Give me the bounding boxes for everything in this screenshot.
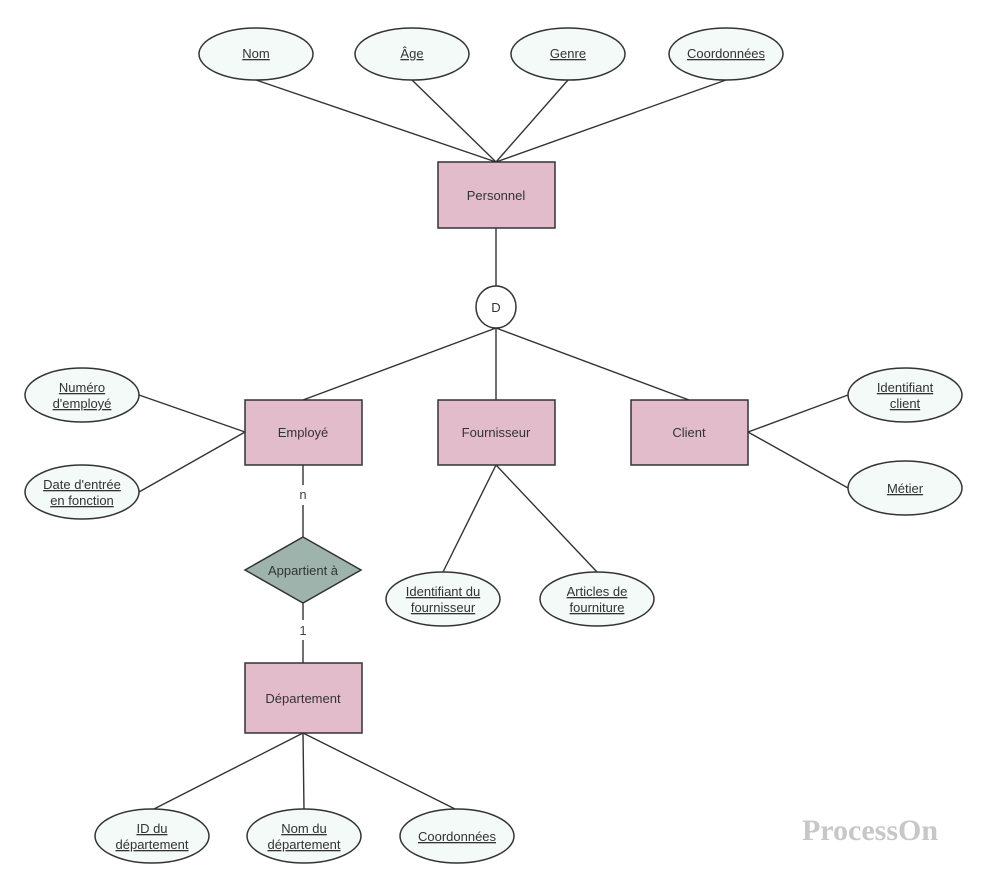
svg-text:département: département xyxy=(268,837,341,852)
svg-text:Identifiant du: Identifiant du xyxy=(406,584,480,599)
connector-fournisseur-articles xyxy=(495,464,598,573)
connector-client-identifiant xyxy=(747,394,849,433)
svg-text:Nom du: Nom du xyxy=(281,821,327,836)
connector-fournisseur-identifiant xyxy=(442,464,497,573)
connector-departement-nom xyxy=(302,732,305,811)
svg-text:Nom: Nom xyxy=(242,46,269,61)
attribute-articles-fourniture[interactable]: Articles de fourniture xyxy=(539,571,655,627)
connector-age-personnel xyxy=(411,79,497,163)
svg-text:client: client xyxy=(890,396,921,411)
svg-text:Fournisseur: Fournisseur xyxy=(462,425,531,440)
connector-numero-employe xyxy=(138,394,246,433)
entity-fournisseur[interactable]: Fournisseur xyxy=(437,399,556,466)
attribute-age[interactable]: Âge xyxy=(354,27,470,81)
connector-client-metier xyxy=(747,431,849,489)
svg-text:Personnel: Personnel xyxy=(467,188,526,203)
connector-genre-personnel xyxy=(495,79,569,163)
svg-text:Métier: Métier xyxy=(887,481,924,496)
attribute-nom-departement[interactable]: Nom du département xyxy=(246,808,362,864)
attribute-id-departement[interactable]: ID du département xyxy=(94,808,210,864)
entity-personnel[interactable]: Personnel xyxy=(437,161,556,229)
connector-coordonnees-personnel xyxy=(495,79,727,163)
relationship-appartient[interactable]: Appartient à xyxy=(243,536,363,604)
cardinality-employe: n xyxy=(299,487,306,502)
attribute-nom[interactable]: Nom xyxy=(198,27,314,81)
svg-text:Coordonnées: Coordonnées xyxy=(418,829,497,844)
svg-text:département: département xyxy=(116,837,189,852)
svg-text:Numéro: Numéro xyxy=(59,380,105,395)
svg-text:ID du: ID du xyxy=(136,821,167,836)
connector-departement-coordonnees xyxy=(302,732,458,811)
attribute-metier[interactable]: Métier xyxy=(847,460,963,516)
attribute-genre[interactable]: Genre xyxy=(510,27,626,81)
connector-disjoint-employe xyxy=(302,327,497,401)
svg-text:fourniture: fourniture xyxy=(570,600,625,615)
entity-client[interactable]: Client xyxy=(630,399,749,466)
entity-employe[interactable]: Employé xyxy=(244,399,363,466)
svg-text:D: D xyxy=(491,300,500,315)
svg-text:Identifiant: Identifiant xyxy=(877,380,934,395)
svg-text:Coordonnées: Coordonnées xyxy=(687,46,766,61)
processon-watermark: ProcessOn xyxy=(802,814,938,847)
connector-lines xyxy=(138,79,849,811)
svg-text:d'employé: d'employé xyxy=(53,396,112,411)
svg-text:Appartient à: Appartient à xyxy=(268,563,339,578)
connector-departement-id xyxy=(151,732,304,811)
attribute-date-entree[interactable]: Date d'entrée en fonction xyxy=(24,464,140,520)
connector-disjoint-client xyxy=(495,327,690,401)
attribute-identifiant-fournisseur[interactable]: Identifiant du fournisseur xyxy=(385,571,501,627)
connector-date-entree-employe xyxy=(138,431,246,493)
svg-text:Date d'entrée: Date d'entrée xyxy=(43,477,121,492)
entity-departement[interactable]: Département xyxy=(244,662,363,734)
attribute-coordonnees-departement[interactable]: Coordonnées xyxy=(399,808,515,864)
svg-text:Articles de: Articles de xyxy=(567,584,628,599)
connector-nom-personnel xyxy=(255,79,497,163)
attribute-coordonnees-personnel[interactable]: Coordonnées xyxy=(668,27,784,81)
svg-text:en fonction: en fonction xyxy=(50,493,114,508)
svg-text:Client: Client xyxy=(672,425,706,440)
svg-text:Genre: Genre xyxy=(550,46,586,61)
svg-text:Département: Département xyxy=(265,691,341,706)
disjoint-symbol[interactable]: D xyxy=(475,285,517,329)
cardinality-departement: 1 xyxy=(299,623,306,638)
svg-text:Employé: Employé xyxy=(278,425,329,440)
attribute-identifiant-client[interactable]: Identifiant client xyxy=(847,367,963,423)
svg-text:fournisseur: fournisseur xyxy=(411,600,476,615)
attribute-numero-employe[interactable]: Numéro d'employé xyxy=(24,367,140,423)
svg-text:Âge: Âge xyxy=(400,46,423,61)
